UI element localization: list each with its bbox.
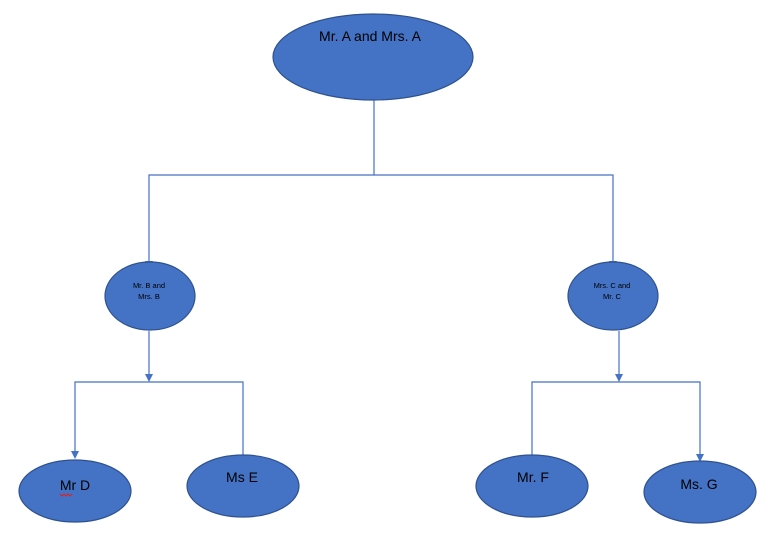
node-f[interactable]: Mr. F: [475, 454, 589, 518]
node-f-label: Mr. F: [517, 469, 549, 485]
node-c-shape: [567, 261, 659, 331]
node-root-shape: [272, 13, 474, 101]
node-e[interactable]: Ms E: [186, 454, 300, 518]
node-d[interactable]: Mr D: [18, 459, 132, 523]
connectors: [71, 100, 704, 462]
node-d-label: Mr D: [60, 477, 90, 493]
node-g-shape: [643, 460, 757, 524]
arrowhead-c-trunk: [615, 374, 623, 382]
node-b-label-line2: Mrs. B: [138, 292, 160, 301]
spellcheck-squiggle: [59, 493, 73, 497]
node-c-label-line1: Mrs. C and: [594, 281, 631, 290]
node-e-shape: [186, 454, 300, 518]
node-g-label: Ms. G: [680, 476, 717, 492]
connector-root-to-c: [374, 174, 614, 263]
node-g[interactable]: Ms. G: [643, 460, 757, 524]
node-b[interactable]: Mr. B and Mrs. B: [104, 261, 196, 331]
connector-c-to-g: [531, 381, 701, 456]
node-root-label: Mr. A and Mrs. A: [319, 28, 422, 44]
connector-b-to-d: [74, 381, 244, 455]
node-c-label-line2: Mr. C: [603, 292, 621, 301]
arrowhead-b-trunk: [145, 374, 153, 382]
arrowhead-to-d: [71, 451, 79, 459]
arrowhead-to-g: [696, 454, 704, 462]
node-b-label-line1: Mr. B and: [133, 281, 165, 290]
node-c[interactable]: Mrs. C and Mr. C: [567, 261, 659, 331]
node-f-shape: [475, 454, 589, 518]
node-d-shape: [18, 459, 132, 523]
node-root[interactable]: Mr. A and Mrs. A: [272, 13, 474, 101]
node-b-shape: [104, 261, 196, 331]
node-e-label: Ms E: [226, 469, 258, 485]
connector-root-to-b: [148, 100, 375, 263]
